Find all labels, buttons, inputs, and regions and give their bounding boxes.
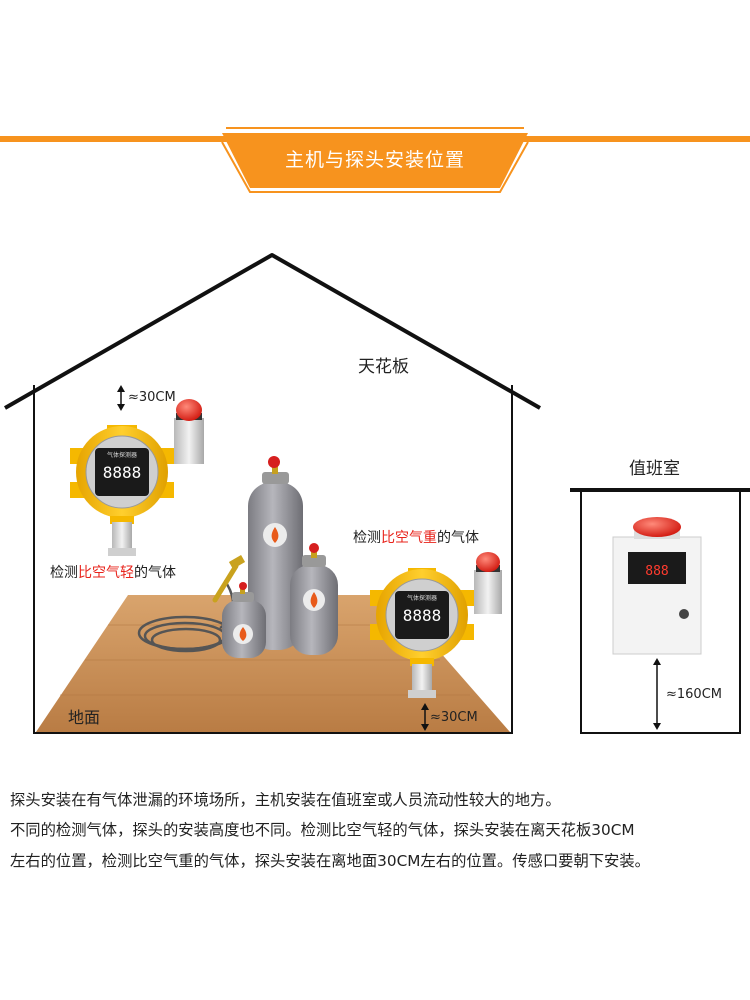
duty-room-label: 值班室	[629, 459, 680, 479]
title-banner	[0, 127, 750, 193]
distance-top-label: ≈30CM	[128, 390, 176, 405]
gas-detector-bottom: 气体探测器 8888	[370, 568, 474, 698]
lighter-gun	[212, 555, 246, 603]
alarm-lamp-bottom	[474, 552, 502, 614]
detector-screen-title: 气体探测器	[107, 451, 137, 459]
host-readout: 888	[645, 564, 668, 579]
alarm-host-controller: 888	[612, 517, 702, 655]
gas-cylinder-small	[222, 582, 266, 658]
house-outline	[4, 253, 541, 734]
floor-label: 地面	[68, 708, 101, 727]
gas-detector-top: 气体探测器 8888	[70, 425, 174, 556]
description-line-3: 左右的位置，检测比空气重的气体，探头安装在离地面30CM左右的位置。传感口要朝下…	[10, 852, 650, 870]
alarm-lamp-top	[174, 399, 204, 464]
heavy-gas-label: 检测比空气重的气体	[353, 530, 479, 546]
ceiling-label: 天花板	[358, 357, 409, 377]
detector-readout: 8888	[403, 606, 442, 625]
banner-title: 主机与探头安装位置	[284, 149, 465, 171]
description-line-1: 探头安装在有气体泄漏的环境场所，主机安装在值班室或人员流动性较大的地方。	[10, 791, 561, 809]
light-gas-label: 检测比空气轻的气体	[50, 565, 176, 581]
distance-bottom-label: ≈30CM	[430, 710, 478, 725]
distance-arrow-host	[653, 658, 661, 730]
gas-cylinder-medium	[290, 543, 338, 655]
duty-room	[570, 488, 750, 734]
distance-arrow-top	[117, 385, 125, 411]
distance-arrow-bottom	[421, 703, 429, 731]
distance-host-label: ≈160CM	[666, 687, 722, 702]
detector-screen-title: 气体探测器	[407, 594, 437, 602]
description-line-2: 不同的检测气体，探头的安装高度也不同。检测比空气轻的气体，探头安装在离天花板30…	[10, 821, 635, 839]
detector-readout: 8888	[103, 463, 142, 482]
